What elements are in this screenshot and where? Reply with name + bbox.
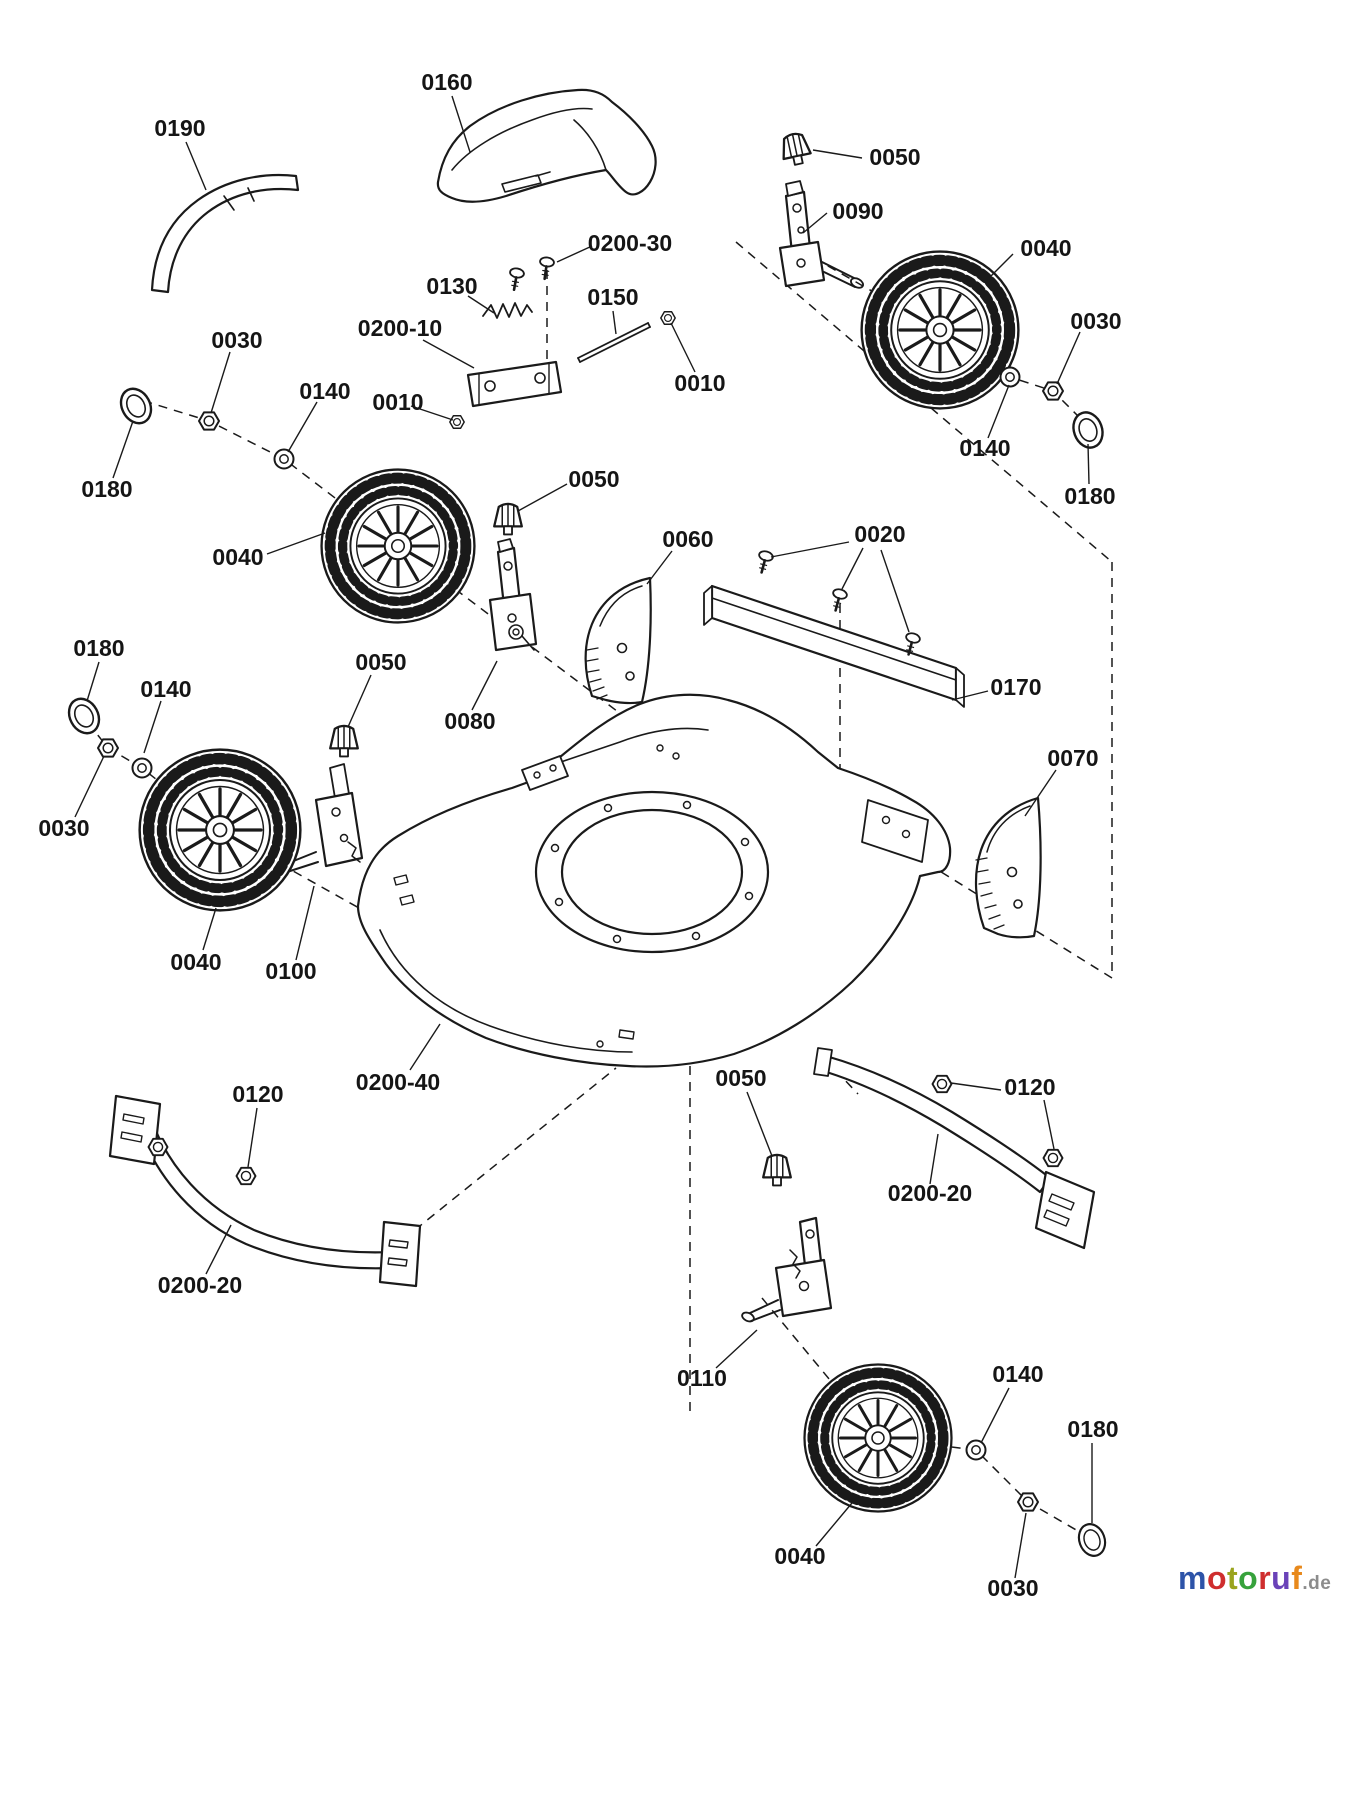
callout-0120-left: 0120 bbox=[232, 1081, 283, 1107]
screw bbox=[505, 266, 526, 293]
callout-0140-left: 0140 bbox=[299, 378, 350, 404]
callout-0110: 0110 bbox=[677, 1365, 727, 1391]
hex-nut bbox=[1016, 1492, 1040, 1512]
callout-0120-right: 0120 bbox=[1004, 1074, 1055, 1100]
part-rear-cover bbox=[436, 88, 657, 203]
washer bbox=[965, 1439, 987, 1461]
part-wheel-bracket-0090 bbox=[778, 180, 864, 289]
callout-0020: 0020 bbox=[854, 521, 905, 547]
callout-0070: 0070 bbox=[1047, 745, 1098, 771]
watermark-letter: u bbox=[1271, 1560, 1292, 1596]
callout-0180-bottom: 0180 bbox=[1067, 1416, 1118, 1442]
watermark-letter: o bbox=[1206, 1560, 1227, 1596]
part-rear-bar bbox=[703, 584, 965, 708]
watermark-letter: r bbox=[1258, 1560, 1272, 1596]
callout-leader-lines bbox=[74, 95, 1093, 1579]
wheel-front-left bbox=[322, 470, 475, 623]
hex-nut-small bbox=[660, 310, 676, 326]
part-deck-housing bbox=[356, 693, 952, 1068]
hex-nut bbox=[96, 738, 120, 758]
carriage-bolt bbox=[777, 130, 814, 169]
hub-cap bbox=[113, 382, 159, 430]
screw bbox=[753, 548, 776, 576]
flange-nut bbox=[235, 1166, 257, 1186]
part-mount-plate-0200-10 bbox=[466, 360, 563, 408]
callout-0150: 0150 bbox=[587, 284, 638, 310]
callout-0040-lower-left: 0040 bbox=[170, 949, 221, 975]
watermark-suffix: .de bbox=[1302, 1573, 1332, 1594]
callout-0050-top-right: 0050 bbox=[869, 144, 920, 170]
screw bbox=[827, 586, 850, 614]
callout-0030-right: 0030 bbox=[1070, 308, 1121, 334]
callout-0010-right: 0010 bbox=[674, 370, 725, 396]
washer bbox=[999, 366, 1021, 388]
carriage-bolt bbox=[492, 502, 524, 536]
callout-0200-40: 0200-40 bbox=[356, 1069, 440, 1095]
hex-nut bbox=[197, 411, 221, 431]
callout-0180-right: 0180 bbox=[1064, 483, 1115, 509]
washer bbox=[131, 757, 153, 779]
callout-0200-20-right: 0200-20 bbox=[888, 1180, 972, 1206]
callout-0130: 0130 bbox=[426, 273, 477, 299]
part-trim-strip bbox=[150, 173, 300, 294]
watermark-letter: t bbox=[1227, 1560, 1239, 1596]
carriage-bolt bbox=[328, 724, 360, 758]
hex-nut-small bbox=[449, 414, 465, 430]
callout-0030-mid-left: 0030 bbox=[38, 815, 89, 841]
callout-0100: 0100 bbox=[265, 958, 316, 984]
callout-0180-left: 0180 bbox=[81, 476, 132, 502]
watermark-letter: o bbox=[1238, 1560, 1259, 1596]
callout-0080: 0080 bbox=[444, 708, 495, 734]
part-belt-guard-0070 bbox=[974, 796, 1042, 939]
callout-0140-mid-left: 0140 bbox=[140, 676, 191, 702]
callout-0030-bottom: 0030 bbox=[987, 1575, 1038, 1601]
callout-0180-mid-left: 0180 bbox=[73, 635, 124, 661]
callout-0050-bottom: 0050 bbox=[715, 1065, 766, 1091]
callout-0040-top-right: 0040 bbox=[1020, 235, 1071, 261]
callout-0200-20-left: 0200-20 bbox=[158, 1272, 242, 1298]
parts-layer bbox=[61, 88, 1111, 1561]
part-spring-0130 bbox=[482, 302, 533, 319]
callout-0200-30: 0200-30 bbox=[588, 230, 672, 256]
flange-nut bbox=[931, 1074, 953, 1094]
wheel-front-right bbox=[862, 252, 1019, 409]
callout-0140-bottom: 0140 bbox=[992, 1361, 1043, 1387]
callout-0170: 0170 bbox=[990, 674, 1041, 700]
hub-cap bbox=[61, 692, 107, 740]
part-side-skirt-right bbox=[813, 1047, 1096, 1250]
callout-0040-mid-left: 0040 bbox=[212, 544, 263, 570]
screw bbox=[536, 255, 556, 282]
part-rod-0150 bbox=[577, 322, 651, 363]
flange-nut bbox=[147, 1137, 169, 1157]
hex-nut bbox=[1041, 381, 1065, 401]
carriage-bolt bbox=[761, 1153, 793, 1187]
wheel-rear-right bbox=[805, 1365, 952, 1512]
flange-nut bbox=[1042, 1148, 1064, 1168]
part-belt-guard-0060 bbox=[584, 576, 652, 705]
callout-0060: 0060 bbox=[662, 526, 713, 552]
wheel-rear-left bbox=[140, 750, 301, 911]
part-wheel-bracket-0110 bbox=[741, 1216, 833, 1323]
callout-0050-center: 0050 bbox=[568, 466, 619, 492]
part-callouts: 0160 0190 0050 0090 0200-30 0040 0130 01… bbox=[38, 69, 1121, 1601]
motoruf-watermark: motoruf.de bbox=[1178, 1562, 1331, 1594]
washer bbox=[273, 448, 295, 470]
part-side-skirt-left bbox=[108, 1094, 422, 1288]
watermark-letter: f bbox=[1291, 1560, 1303, 1596]
callout-0050-mid-left: 0050 bbox=[355, 649, 406, 675]
callout-0090: 0090 bbox=[832, 198, 883, 224]
hub-cap bbox=[1073, 1519, 1111, 1561]
callout-0140-right: 0140 bbox=[959, 435, 1010, 461]
watermark-letter: m bbox=[1178, 1560, 1207, 1596]
callout-0040-bottom: 0040 bbox=[774, 1543, 825, 1569]
callout-0030-left: 0030 bbox=[211, 327, 262, 353]
callout-0010-left: 0010 bbox=[372, 389, 423, 415]
callout-0200-10: 0200-10 bbox=[358, 315, 442, 341]
callout-0190: 0190 bbox=[154, 115, 205, 141]
callout-0160: 0160 bbox=[421, 69, 472, 95]
part-height-bracket-0080 bbox=[488, 538, 538, 652]
